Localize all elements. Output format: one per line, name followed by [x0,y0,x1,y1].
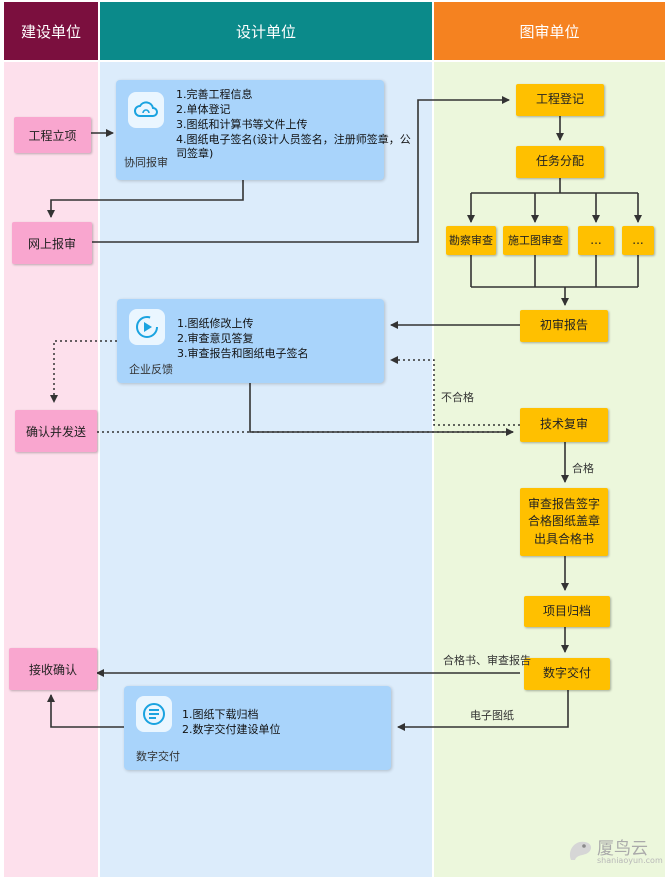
node-confirm-send: 确认并发送 [15,410,97,452]
edge-label-cert-report: 合格书、审查报告 [443,654,531,667]
sign-line: 合格图纸盖章 [527,514,600,529]
watermark-url: shaniaoyun.com [597,856,663,865]
edge-label-fail: 不合格 [441,391,474,404]
edge-label-pass: 合格 [572,462,594,475]
node-online-submit: 网上报审 [12,222,92,264]
feedback-line: 3.审查报告和图纸电子签名 [177,346,309,360]
document-icon [136,696,172,732]
panel-feedback-lines: 1.图纸修改上传 2.审查意见答复 3.审查报告和图纸电子签名 [177,317,309,362]
node-assign: 任务分配 [516,146,604,178]
sign-line: 出具合格书 [533,531,594,546]
cloud-icon [128,92,164,128]
node-register: 工程登记 [516,84,604,116]
panel-enterprise-feedback: 企业反馈 1.图纸修改上传 2.审查意见答复 3.审查报告和图纸电子签名 [117,299,384,383]
node-more-2: ... [622,226,654,255]
panel-delivery-label: 数字交付 [136,750,180,763]
watermark-logo: 厦鸟云 shaniaoyun.com [565,828,665,872]
node-more-1: ... [578,226,614,255]
panel-collab-label: 协同报审 [124,156,168,169]
collab-line: 司签章) [176,147,214,161]
collab-line: 3.图纸和计算书等文件上传 [176,117,308,131]
sign-line: 审查报告签字 [527,496,600,511]
panel-collab-submit: 协同报审 1.完善工程信息 2.单体登记 3.图纸和计算书等文件上传 4.图纸电… [116,80,411,180]
lane-header-construction: 建设单位 [4,2,98,60]
node-project-setup: 工程立项 [14,117,91,153]
node-digital-delivery: 数字交付 [524,658,610,690]
panel-feedback-label: 企业反馈 [129,363,173,376]
node-initial-report: 初审报告 [520,310,608,342]
delivery-line: 2.数字交付建设单位 [182,722,281,736]
node-survey-review: 勘察审查 [446,226,496,255]
bird-logo-icon [569,841,592,860]
lane-construction [4,62,98,877]
lane-review [434,62,665,877]
collab-line: 4.图纸电子签名(设计人员签名，注册师签章，公 [176,132,411,146]
panel-digital-delivery: 数字交付 1.图纸下载归档 2.数字交付建设单位 [124,686,391,770]
feedback-line: 2.审查意见答复 [177,331,254,345]
panel-collab-lines: 1.完善工程信息 2.单体登记 3.图纸和计算书等文件上传 4.图纸电子签名(设… [176,88,411,162]
lane-header-design: 设计单位 [100,2,432,60]
node-sign-seal-cert: 审查报告签字 合格图纸盖章 出具合格书 [520,488,608,556]
collab-line: 2.单体登记 [176,102,231,116]
node-archive: 项目归档 [524,596,610,627]
refresh-play-icon [129,309,165,345]
collab-line: 1.完善工程信息 [176,88,253,101]
lane-header-review: 图审单位 [434,2,665,60]
panel-delivery-lines: 1.图纸下载归档 2.数字交付建设单位 [182,708,281,738]
node-receive-confirm: 接收确认 [9,648,97,690]
watermark-brand: 厦鸟云 [597,839,648,859]
edge-label-e-drawings: 电子图纸 [470,709,514,722]
node-tech-recheck: 技术复审 [520,408,608,442]
feedback-line: 1.图纸修改上传 [177,317,254,330]
node-construction-review: 施工图审查 [503,226,568,255]
delivery-line: 1.图纸下载归档 [182,708,259,721]
